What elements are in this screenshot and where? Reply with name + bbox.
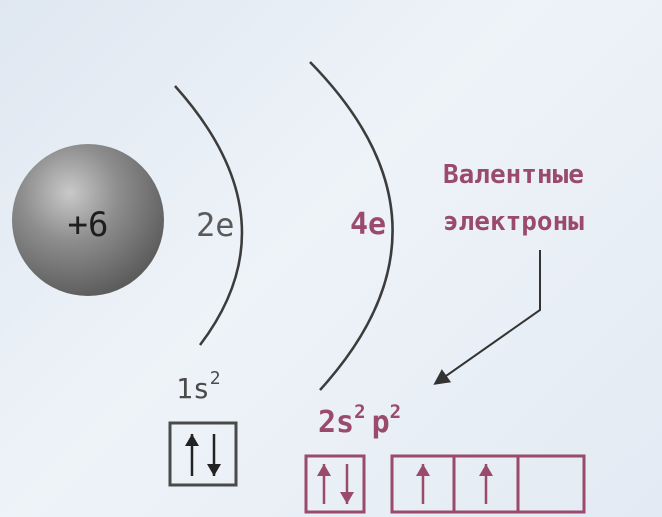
orbital-cell-2s [304,454,366,514]
valence-label-line-1: Валентные [443,160,584,190]
orbital-cells-2p [390,454,586,514]
shell-2-arc [309,61,394,391]
orbital-box-2s [304,454,366,514]
nucleus: +6 [12,144,164,296]
spin-down-icon [207,434,221,476]
spin-up-icon [479,464,493,504]
valence-label: Валентные электроны [443,160,584,237]
shell-1-arc [174,85,244,346]
orbital-p-text: p [372,405,390,440]
orbital-1s-superscript: 2 [210,368,221,389]
orbital-cell-1s [168,421,238,487]
electron-shell-2: 4e [309,61,394,391]
spin-down-icon [340,464,354,504]
orbital-box-2p-3 [516,454,586,514]
spin-up-icon [416,464,430,504]
nucleus-charge: +6 [68,205,109,245]
orbital-box-1s [168,421,238,487]
orbital-2s-superscript: 2 [354,401,365,423]
pointer-arrow-line [433,250,541,385]
electron-shell-1: 2e [174,85,244,346]
pointer-arrow [433,250,541,385]
shell-1-electron-count: 2e [196,206,235,244]
svg-text:1s2: 1s2 [176,368,221,405]
shell-2-electron-count: 4e [350,207,386,242]
valence-label-line-2: электроны [443,207,584,237]
nucleus-sphere [12,144,164,296]
orbital-label-1s: 1s2 [176,368,221,405]
orbital-2s-text: 2s [318,405,354,440]
orbital-p-superscript: 2 [390,401,401,423]
orbital-1s-text: 1s [176,372,210,405]
spin-up-icon [317,464,331,504]
spin-up-icon [185,434,199,476]
